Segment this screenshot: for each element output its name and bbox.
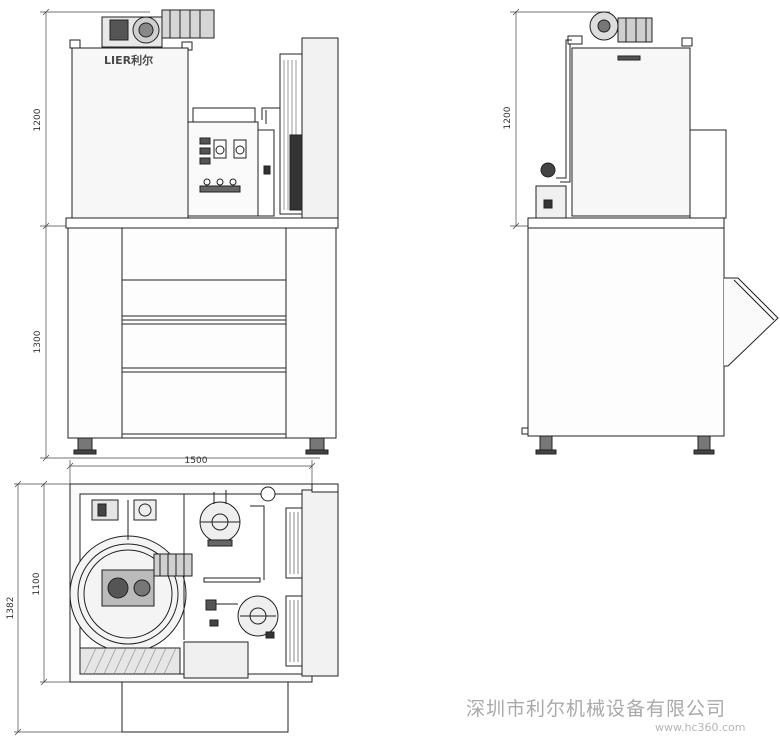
top-dim-1382: 1382 <box>6 597 16 620</box>
front-dim-1200: 1200 <box>33 108 43 131</box>
front-view: 1200 1300 LIER利尔 <box>33 8 339 462</box>
side-motor <box>567 11 693 47</box>
top-evaporator-drum <box>69 500 193 653</box>
front-logo: LIER利尔 <box>104 53 153 67</box>
side-dim-1200: 1200 <box>503 106 513 129</box>
side-upper-housing <box>571 47 691 217</box>
watermark-company: 深圳市利尔机械设备有限公司 <box>466 698 727 720</box>
side-base-cabinet <box>521 217 725 455</box>
front-control-box <box>187 107 275 217</box>
side-dim-lines <box>510 8 610 230</box>
front-upper-housing <box>71 47 189 219</box>
top-valves <box>91 494 185 640</box>
front-base-cabinet <box>65 217 339 455</box>
top-ice-chute <box>121 681 289 733</box>
top-control-box <box>183 641 249 679</box>
front-motor <box>69 9 215 51</box>
top-dim-1500: 1500 <box>185 456 208 466</box>
top-compressor-lower <box>203 577 279 639</box>
front-dim-1300: 1300 <box>33 330 43 353</box>
side-ice-chute <box>724 277 779 367</box>
top-dim-lines <box>14 460 316 736</box>
side-view: 1200 <box>503 8 779 455</box>
side-pipe-valve <box>535 39 576 219</box>
side-label-plate <box>617 55 641 61</box>
front-condenser <box>261 37 339 219</box>
top-dim-1100: 1100 <box>32 572 42 595</box>
top-hatched-tray <box>79 647 181 675</box>
side-rear-condenser <box>689 129 727 219</box>
top-compressor-upper <box>199 486 276 580</box>
top-condenser <box>285 483 339 677</box>
watermark-site: www.hc360.com <box>655 721 746 734</box>
front-dim-lines <box>40 8 320 462</box>
top-view: 1500 1100 1382 <box>6 456 339 736</box>
